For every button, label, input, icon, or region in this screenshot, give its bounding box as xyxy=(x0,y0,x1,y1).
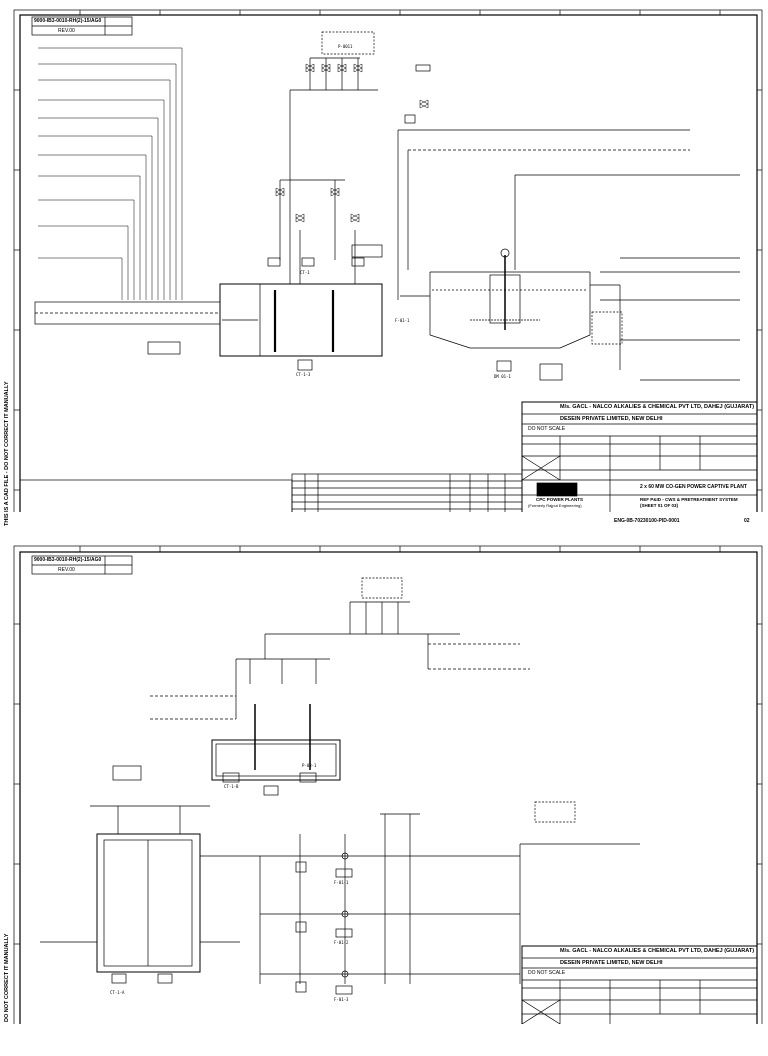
tag-label: CT-1-B xyxy=(224,784,239,789)
drawing-number: ENG-0B-70230100-PID-0001 xyxy=(614,518,680,524)
tag-label: F-01-2 xyxy=(334,940,349,945)
owner-name: M/s. GACL - NALCO ALKALIES & CHEMICAL PV… xyxy=(560,404,755,410)
consultant-name: DESEIN PRIVATE LIMITED, NEW DELHI xyxy=(560,960,663,966)
tag-label: P-0011 xyxy=(338,44,353,49)
consultant-name: DESEIN PRIVATE LIMITED, NEW DELHI xyxy=(560,416,663,422)
tag-label: DM 01-1 xyxy=(494,374,511,379)
tag-label: F-01-1 xyxy=(395,318,410,323)
plant-title: 2 x 60 MW CO-GEN POWER CAPTIVE PLANT xyxy=(640,484,747,490)
rev-box: REV.00 xyxy=(58,567,75,573)
scale-note: DO NOT SCALE xyxy=(528,970,566,976)
tag-label: F-01-1 xyxy=(334,880,349,885)
tag-label: P-03-1 xyxy=(302,763,317,768)
drawing-sheet-1: 9000-IB3-0010-RH(2)-15/AG0 REV.00 THIS I… xyxy=(0,0,768,526)
side-warning: THIS IS A CAD FILE - DO NOT CORRECT IT M… xyxy=(4,381,10,526)
company-name: CPC POWER PLANTS xyxy=(536,497,584,502)
pid-diagram-sheet-1 xyxy=(13,9,763,512)
rev-box: REV.00 xyxy=(58,28,75,34)
tag-label: CT-1-3 xyxy=(296,372,311,377)
doc-number: 9000-IB3-0010-RH(2)-15/AG0 xyxy=(34,557,102,563)
drawing-sheet-2: 9000-IB3-0010-RH(2)-15/AG0 REV.00 DO NOT… xyxy=(0,544,768,1056)
tag-label: CT-1-A xyxy=(110,990,125,995)
company-subtitle: (Formerly Rajput Engineering) xyxy=(528,503,582,508)
owner-name: M/s. GACL - NALCO ALKALIES & CHEMICAL PV… xyxy=(560,948,755,954)
scale-note: DO NOT SCALE xyxy=(528,426,566,432)
drawing-title: REF P&ID - CWS & PRETREATMENT SYSTEM (SH… xyxy=(640,497,738,508)
sheet-number: 02 xyxy=(744,518,750,524)
pid-diagram-sheet-2 xyxy=(13,545,763,1024)
tag-label: F-01-3 xyxy=(334,997,349,1002)
doc-number: 9000-IB3-0010-RH(2)-15/AG0 xyxy=(34,18,102,24)
side-warning: DO NOT CORRECT IT MANUALLY xyxy=(4,933,10,1022)
tag-label: CT-1 xyxy=(300,270,310,275)
